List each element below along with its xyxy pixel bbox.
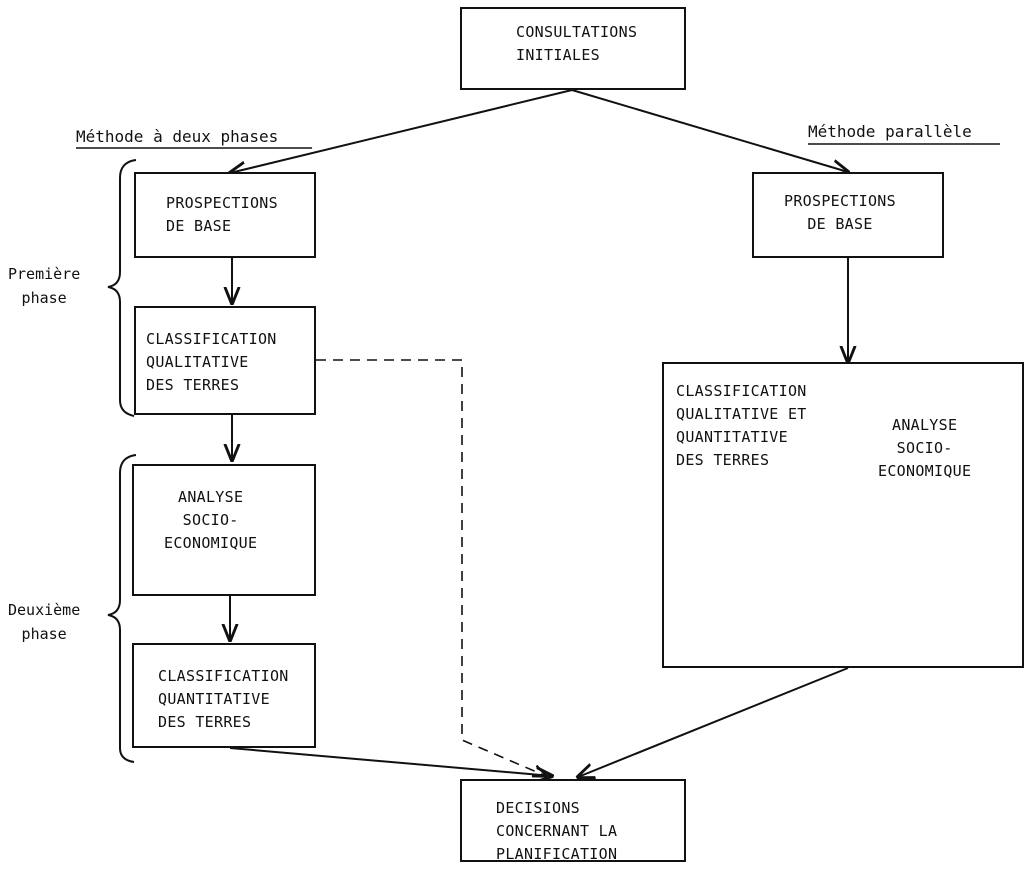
left-classification-quantitative-label: CLASSIFICATION QUANTITATIVE DES TERRES — [158, 667, 289, 731]
left-classification-qualitative-label: CLASSIFICATION QUALITATIVE DES TERRES — [146, 330, 277, 394]
dashed-qualitative-to-decisions — [316, 359, 546, 776]
consultations-box: CONSULTATIONS INITIALES — [460, 7, 686, 90]
decisions-box: DECISIONS CONCERNANT LA PLANIFICATION — [460, 779, 686, 863]
arrow-to-right-prospections — [571, 89, 848, 172]
arrow-right-box-to-decisions — [578, 667, 849, 777]
second-phase-label: Deuxième phase — [8, 601, 81, 643]
consultations-label: CONSULTATIONS INITIALES — [516, 23, 638, 64]
left-prospections-box: PROSPECTIONS DE BASE — [134, 172, 316, 258]
left-classification-qualitative-box: CLASSIFICATION QUALITATIVE DES TERRES — [134, 306, 316, 415]
right-classification-label: CLASSIFICATION QUALITATIVE ET QUANTITATI… — [676, 382, 807, 469]
right-prospections-label: PROSPECTIONS DE BASE — [784, 192, 896, 233]
right-prospections-box: PROSPECTIONS DE BASE — [752, 172, 944, 258]
heading-parallel: Méthode parallèle — [808, 122, 972, 141]
arrow-quantitative-to-decisions — [229, 747, 552, 776]
decisions-label: DECISIONS CONCERNANT LA PLANIFICATION — [496, 799, 618, 863]
first-phase-label: Première phase — [8, 265, 81, 307]
left-classification-quantitative-box: CLASSIFICATION QUANTITATIVE DES TERRES — [132, 643, 316, 748]
right-combined-box: CLASSIFICATION QUALITATIVE ET QUANTITATI… — [662, 362, 1024, 668]
brace-second-phase — [107, 454, 137, 763]
heading-two-phase: Méthode à deux phases — [76, 127, 279, 146]
left-prospections-label: PROSPECTIONS DE BASE — [166, 194, 278, 235]
left-analyse-label: ANALYSE SOCIO- ECONOMIQUE — [164, 488, 258, 552]
left-analyse-box: ANALYSE SOCIO- ECONOMIQUE — [132, 464, 316, 596]
brace-first-phase — [107, 159, 137, 417]
right-analyse-label: ANALYSE SOCIO- ECONOMIQUE — [878, 416, 972, 480]
arrow-to-left-prospections — [230, 89, 573, 173]
